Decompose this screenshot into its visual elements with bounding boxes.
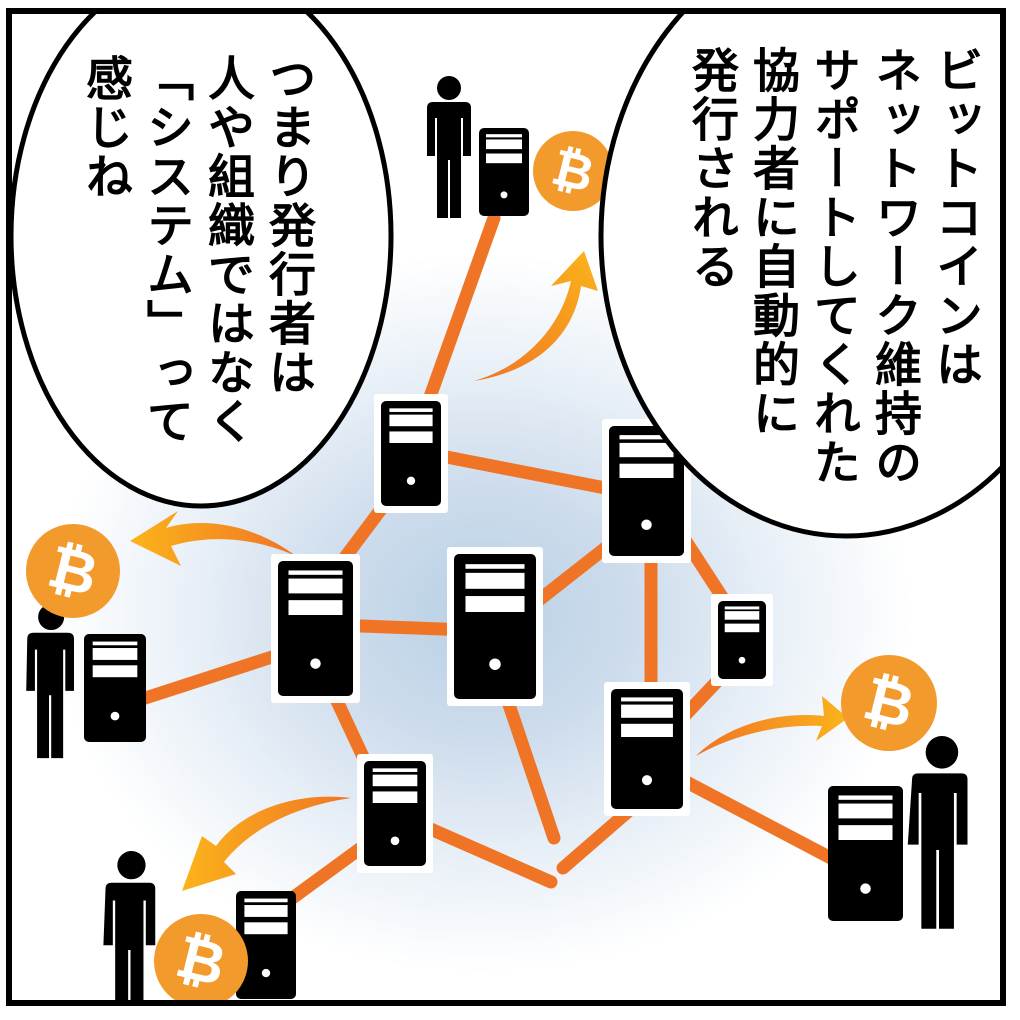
- server-tower-icon: [447, 547, 543, 706]
- reward-arrow-bottom-left: [182, 796, 351, 891]
- speech-line: 発行される: [683, 46, 738, 291]
- speech-bubble-left: [12, 14, 394, 509]
- speech-line: 人や組織ではなく: [199, 54, 254, 446]
- server-tower-icon: [84, 634, 146, 742]
- speech-line: つまり発行者は: [260, 54, 315, 397]
- comic-panel: ₿ ₿ ₿ ₿ ビットコインはネットワーク維持のサポートしてくれた協力者に自動的に発行…: [6, 8, 1006, 1006]
- speech-text-right: ビットコインはネットワーク維持のサポートしてくれた協力者に自動的に発行される: [680, 46, 985, 487]
- person-icon: [427, 76, 471, 218]
- reward-arrow-top: [474, 251, 598, 381]
- server-tower-icon: [604, 682, 690, 816]
- speech-line: 「システム」って: [138, 54, 193, 446]
- server-tower-icon: [479, 128, 529, 216]
- server-tower-icon: [828, 786, 903, 921]
- bitcoin-icon: ₿: [154, 914, 248, 1000]
- network-illustration: ₿ ₿ ₿ ₿: [12, 14, 1000, 1000]
- speech-line: 感じね: [77, 54, 132, 201]
- bitcoin-icon: ₿: [841, 655, 937, 751]
- server-tower-icon: [236, 891, 296, 999]
- reward-arrow-right: [696, 696, 848, 756]
- server-tower-icon: [602, 419, 691, 563]
- bitcoin-icon: ₿: [533, 131, 613, 211]
- speech-line: ビットコインは: [927, 46, 982, 389]
- speech-bubble-right: [598, 14, 1000, 539]
- server-tower-icon: [271, 554, 360, 703]
- person-icon: [26, 604, 74, 759]
- speech-text-left: つまり発行者は人や組織ではなく「システム」って感じね: [74, 54, 318, 446]
- person-icon: [103, 851, 156, 1000]
- person-icon: [907, 736, 968, 929]
- server-tower-icon: [357, 754, 433, 873]
- bitcoin-icon: ₿: [26, 524, 120, 618]
- reward-arrow-left: [130, 511, 296, 566]
- speech-line: 協力者に自動的に: [744, 46, 799, 438]
- speech-line: ネットワーク維持の: [866, 46, 921, 487]
- server-tower-icon: [374, 394, 448, 513]
- speech-line: サポートしてくれた: [805, 46, 860, 487]
- server-tower-icon: [711, 594, 773, 686]
